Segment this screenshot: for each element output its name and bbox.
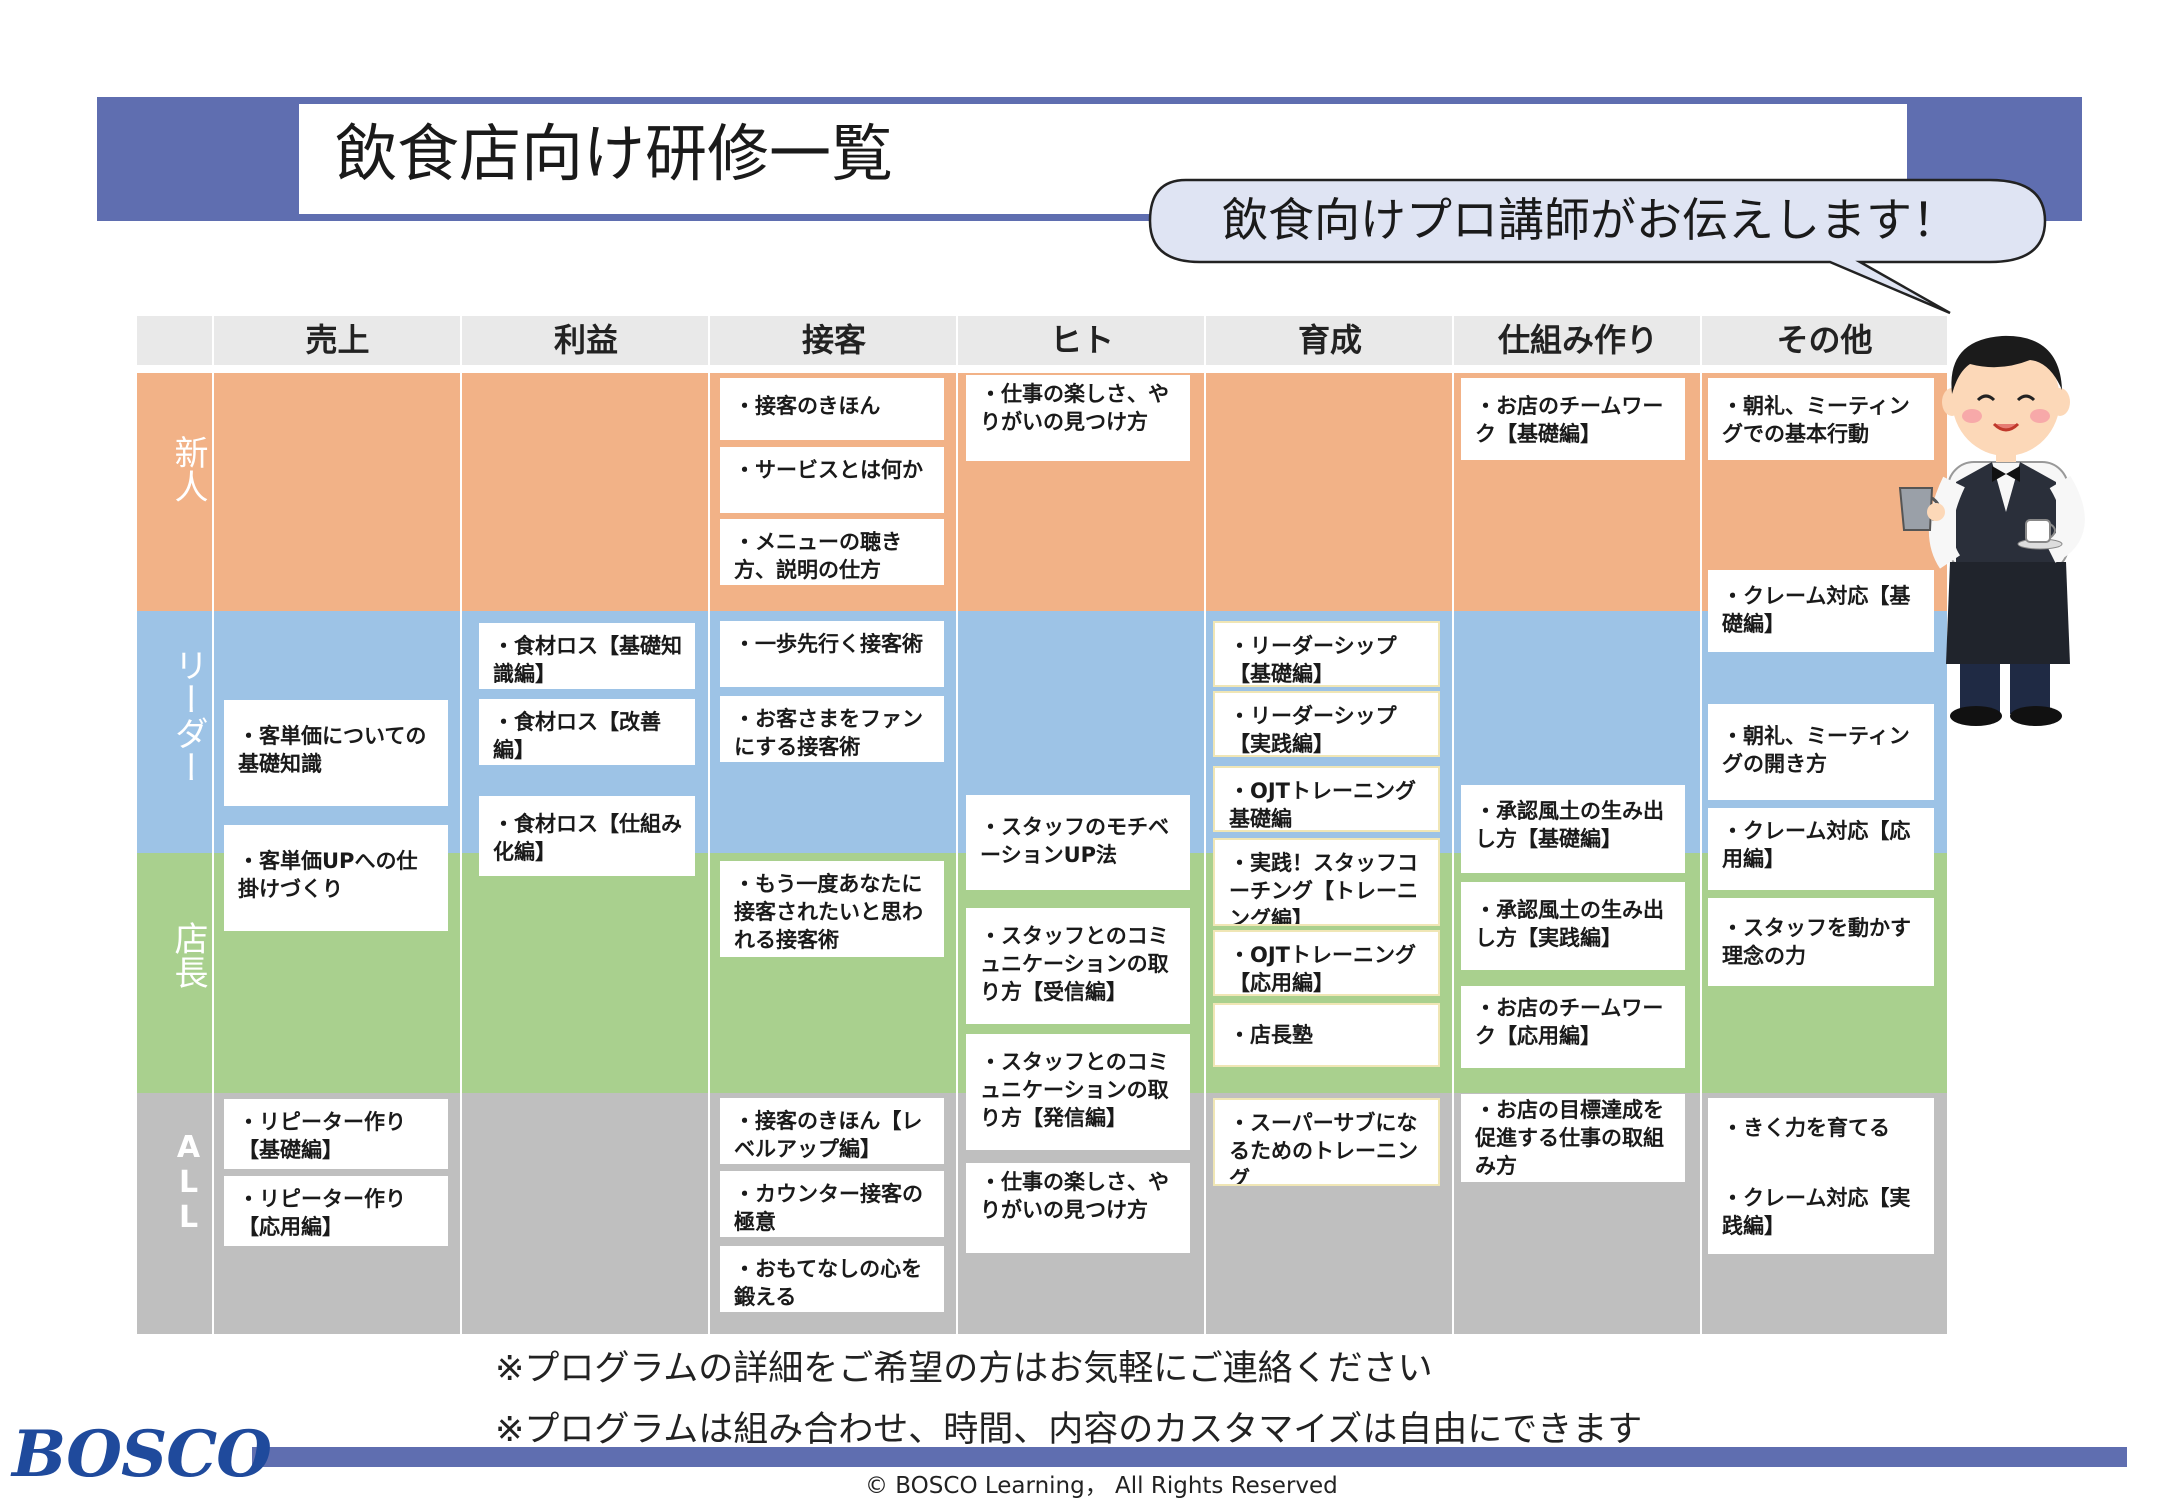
column-divider <box>1204 316 1206 1334</box>
course-card[interactable]: ・客単価UPへの仕掛けづくり <box>224 825 448 931</box>
course-card[interactable]: ・接客のきほん【レベルアップ編】 <box>720 1098 944 1164</box>
speech-bubble-text: 飲食向けプロ講師がお伝えします！ <box>1222 193 1958 247</box>
column-divider <box>212 316 214 1334</box>
course-card[interactable]: ・リーダーシップ【実践編】 <box>1213 691 1440 757</box>
course-card[interactable]: ・サービスとは何か <box>720 447 944 513</box>
course-card[interactable]: ・カウンター接客の極意 <box>720 1171 944 1237</box>
course-card[interactable]: ・お店の目標達成を促進する仕事の取組み方 <box>1461 1094 1685 1182</box>
course-card[interactable]: ・食材ロス【改善編】 <box>479 699 695 765</box>
column-header-system: 仕組み作り <box>1497 321 1658 359</box>
column-divider <box>956 316 958 1334</box>
column-header-other: その他 <box>1776 321 1873 359</box>
course-card[interactable]: ・朝礼、ミーティングの開き方 <box>1708 704 1934 800</box>
footer-bar <box>252 1447 2127 1467</box>
course-card[interactable]: ・仕事の楽しさ、やりがいの見つけ方 <box>966 1163 1190 1253</box>
course-card[interactable]: ・食材ロス【仕組み化編】 <box>479 796 695 876</box>
course-card[interactable]: ・スタッフのモチベーションUP法 <box>966 795 1190 890</box>
column-header-sales: 売上 <box>305 321 370 359</box>
course-card[interactable]: ・OJTトレーニング 基礎編 <box>1213 766 1440 832</box>
course-card[interactable]: ・メニューの聴き方、説明の仕方 <box>720 519 944 585</box>
course-card[interactable]: ・きく力を育てる <box>1708 1098 1934 1178</box>
row-label-manager: 店長 <box>168 921 208 989</box>
footnote: ※プログラムの詳細をご希望の方はお気軽にご連絡ください <box>495 1349 1433 1389</box>
column-divider <box>1700 316 1702 1334</box>
course-card[interactable]: ・もう一度あなたに接客されたいと思われる接客術 <box>720 861 944 957</box>
row-label-new: 新人 <box>168 435 208 503</box>
page-title: 飲食店向け研修一覧 <box>335 117 894 190</box>
course-card[interactable]: ・お店のチームワーク【応用編】 <box>1461 986 1685 1068</box>
row-label-leader: リーダー <box>168 648 208 784</box>
course-card[interactable]: ・クレーム対応【応用編】 <box>1708 808 1934 890</box>
footnote: ※プログラムは組み合わせ、時間、内容のカスタマイズは自由にできます <box>495 1410 1643 1450</box>
course-card[interactable]: ・スーパーサブになるためのトレーニング <box>1213 1098 1440 1186</box>
course-card[interactable]: ・リピーター作り【応用編】 <box>224 1176 448 1246</box>
table-header <box>137 316 1947 365</box>
column-divider <box>1452 316 1454 1334</box>
course-card[interactable]: ・仕事の楽しさ、やりがいの見つけ方 <box>966 375 1190 461</box>
speech-bubble <box>1148 178 2047 315</box>
course-card[interactable]: ・OJTトレーニング【応用編】 <box>1213 930 1440 996</box>
column-header-people: ヒト <box>1049 321 1114 359</box>
course-card[interactable]: ・クレーム対応【実践編】 <box>1708 1174 1934 1254</box>
copyright-text: © BOSCO Learning， All Rights Reserved <box>865 1473 1338 1499</box>
course-card[interactable]: ・朝礼、ミーティングでの基本行動 <box>1708 378 1934 460</box>
course-card[interactable]: ・承認風土の生み出し方【基礎編】 <box>1461 785 1685 873</box>
course-card[interactable]: ・承認風土の生み出し方【実践編】 <box>1461 882 1685 970</box>
column-header-service: 接客 <box>801 321 866 359</box>
waiter-illustration <box>1898 335 2085 726</box>
column-divider <box>460 316 462 1334</box>
course-card[interactable]: ・一歩先行く接客術 <box>720 621 944 687</box>
course-card[interactable]: ・スタッフとのコミュニケーションの取り方【受信編】 <box>966 908 1190 1024</box>
course-card[interactable]: ・客単価についての基礎知識 <box>224 700 448 806</box>
course-card[interactable]: ・お客さまをファンにする接客術 <box>720 696 944 762</box>
course-card[interactable]: ・リピーター作り【基礎編】 <box>224 1099 448 1169</box>
course-card[interactable]: ・実践！スタッフコーチング【トレーニング編】 <box>1213 838 1440 926</box>
course-card[interactable]: ・おもてなしの心を鍛える <box>720 1246 944 1312</box>
column-header-profit: 利益 <box>553 321 618 359</box>
course-card[interactable]: ・接客のきほん <box>720 378 944 440</box>
course-card[interactable]: ・スタッフとのコミュニケーションの取り方【発信編】 <box>966 1034 1190 1150</box>
course-card[interactable]: ・クレーム対応【基礎編】 <box>1708 570 1934 652</box>
course-card[interactable]: ・スタッフを動かす理念の力 <box>1708 898 1934 986</box>
course-card[interactable]: ・食材ロス【基礎知識編】 <box>479 623 695 689</box>
column-header-training: 育成 <box>1297 321 1362 359</box>
course-card[interactable]: ・リーダーシップ【基礎編】 <box>1213 621 1440 687</box>
row-label-all: ALL <box>171 1130 206 1235</box>
bosco-logo: BOSCO <box>12 1417 272 1492</box>
column-divider <box>708 316 710 1334</box>
course-card[interactable]: ・お店のチームワーク【基礎編】 <box>1461 378 1685 460</box>
course-card[interactable]: ・店長塾 <box>1213 1003 1440 1067</box>
